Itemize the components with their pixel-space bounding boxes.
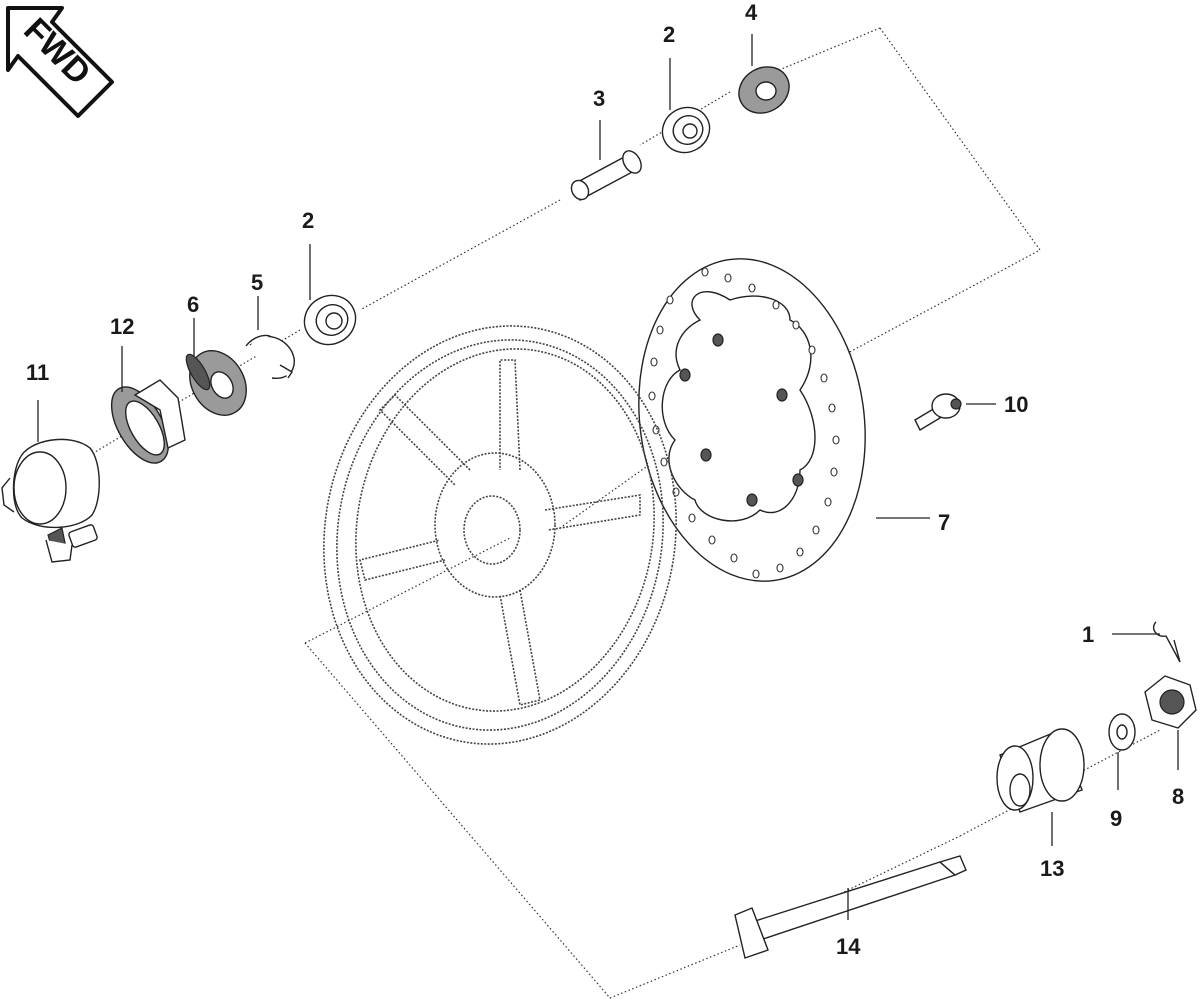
dust-seal: [738, 66, 790, 114]
callout-13: 13: [1040, 856, 1064, 881]
speedometer-drive-gear: [110, 379, 186, 464]
axle-washer: [1108, 713, 1136, 751]
callout-10: 10: [1004, 392, 1028, 417]
disc-bolt: [914, 393, 962, 431]
callout-9: 9: [1110, 806, 1122, 831]
retaining-clip: [245, 334, 295, 379]
fwd-arrow-icon: FWD: [6, 6, 114, 118]
callout-1: 1: [1082, 622, 1094, 647]
callout-4: 4: [745, 0, 758, 25]
callout-7: 7: [938, 510, 950, 535]
front-axle: [734, 855, 967, 959]
callout-labels: 1 2 2 3 4 5 6 7 8 9 10 11 12 13 14: [26, 0, 1184, 959]
cotter-pin: [1152, 621, 1181, 663]
axle-collar: [996, 728, 1085, 813]
oil-seal: [185, 350, 247, 416]
callout-5: 5: [251, 270, 263, 295]
speedometer-gearbox: [1, 438, 100, 563]
wheel-bearing-lower: [303, 294, 357, 346]
callout-leaders: [37, 34, 1179, 920]
callout-12: 12: [110, 314, 134, 339]
wheel-bearing-upper: [661, 106, 711, 154]
callout-8: 8: [1172, 784, 1184, 809]
callout-3: 3: [593, 86, 605, 111]
axle-nut: [1144, 675, 1197, 729]
callout-2-upper: 2: [663, 22, 675, 47]
callout-6: 6: [187, 292, 199, 317]
callout-11: 11: [26, 360, 49, 385]
hub-spacer: [570, 150, 642, 201]
callout-14: 14: [836, 934, 861, 959]
front-wheel-rim: [323, 325, 677, 745]
callout-2-lower: 2: [302, 208, 314, 233]
brake-disc: [638, 258, 866, 582]
